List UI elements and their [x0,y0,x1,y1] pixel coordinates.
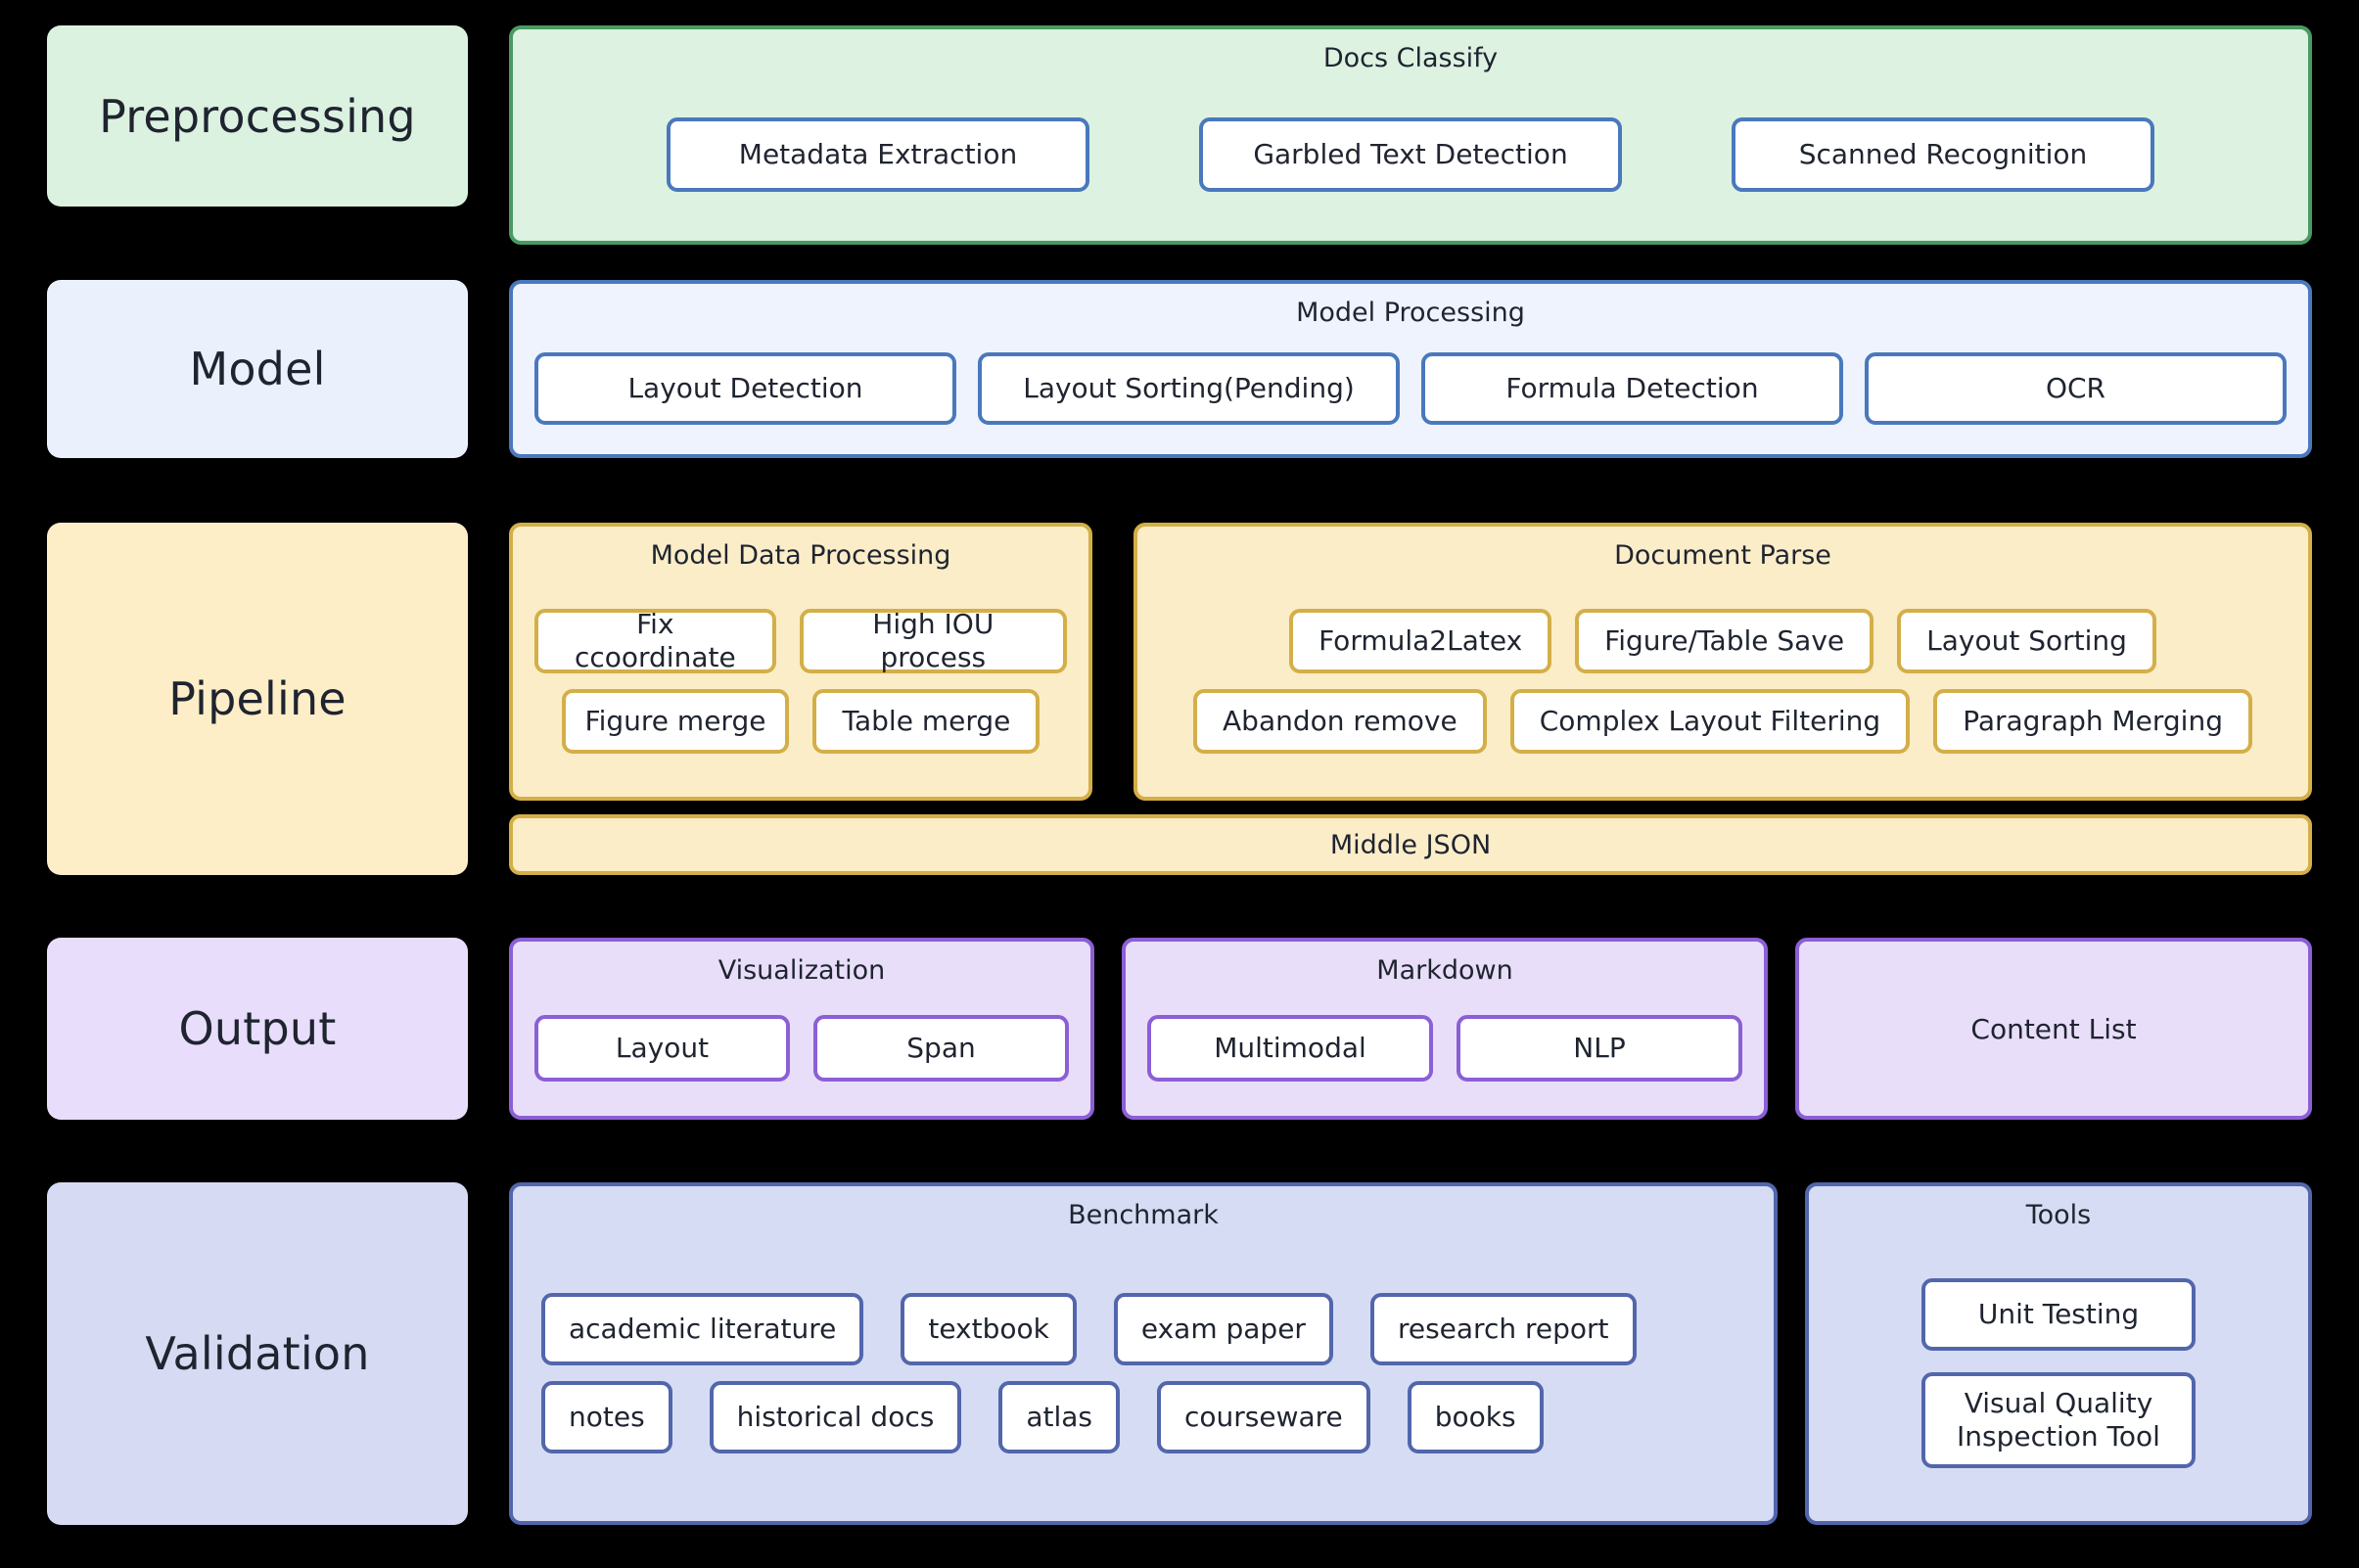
group-visualization: Visualization Layout Span [509,938,1094,1120]
group-line: Formula2Latex Figure/Table Save Layout S… [1159,608,2287,673]
group-line: notes historical docs atlas courseware b… [528,1380,1759,1453]
bar-middle-json: Middle JSON [509,814,2312,875]
chip-garbled-text-detection[interactable]: Garbled Text Detection [1199,116,1622,192]
group-title-docs-classify: Docs Classify [1322,43,1499,73]
chip-layout-sorting-pending[interactable]: Layout Sorting(Pending) [978,351,1400,425]
stage-row-output: Output Visualization Layout Span Markdow… [47,938,2312,1120]
chip-span[interactable]: Span [813,1014,1069,1082]
chip-visual-quality-inspection-tool[interactable]: Visual Quality Inspection Tool [1921,1371,2196,1468]
chip-paragraph-merging[interactable]: Paragraph Merging [1933,688,2252,754]
group-document-parse: Document Parse Formula2Latex Figure/Tabl… [1133,523,2312,801]
chip-nlp[interactable]: NLP [1457,1014,1742,1082]
chip-figure-table-save[interactable]: Figure/Table Save [1575,608,1874,673]
group-title-benchmark: Benchmark [1068,1200,1219,1230]
stage-label-model: Model [47,280,468,458]
chip-complex-layout-filtering[interactable]: Complex Layout Filtering [1509,688,1911,754]
group-markdown: Markdown Multimodal NLP [1122,938,1768,1120]
group-docs-classify: Docs Classify Metadata Extraction Garble… [509,25,2312,245]
chip-scanned-recognition[interactable]: Scanned Recognition [1732,116,2154,192]
chip-courseware[interactable]: courseware [1156,1380,1370,1453]
stage-row-model: Model Model Processing Layout Detection … [47,280,2312,458]
chip-layout-sorting[interactable]: Layout Sorting [1897,608,2156,673]
group-line: Abandon remove Complex Layout Filtering … [1159,688,2287,754]
group-title-model-data-processing: Model Data Processing [650,540,951,571]
group-line: Layout Detection Layout Sorting(Pending)… [534,351,2287,425]
stage-content-model: Model Processing Layout Detection Layout… [509,280,2312,458]
chip-multimodal[interactable]: Multimodal [1147,1014,1433,1082]
stage-content-pipeline: Model Data Processing Fix ccoordinate Hi… [509,523,2312,875]
group-content-list[interactable]: Content List [1795,938,2312,1120]
chip-table-merge[interactable]: Table merge [812,688,1041,754]
stage-content-row: Benchmark academic literature textbook e… [509,1182,2312,1525]
group-line: Layout Span [534,1014,1069,1082]
chip-historical-docs[interactable]: historical docs [709,1380,962,1453]
chip-textbook[interactable]: textbook [901,1292,1077,1365]
pipeline-groups-row: Model Data Processing Fix ccoordinate Hi… [509,523,2312,801]
group-line: Multimodal NLP [1147,1014,1742,1082]
chip-layout[interactable]: Layout [534,1014,790,1082]
group-body: Metadata Extraction Garbled Text Detecti… [534,87,2287,221]
stage-row-validation: Validation Benchmark academic literature… [47,1182,2312,1525]
group-body: Unit Testing Visual Quality Inspection T… [1830,1244,2287,1501]
chip-unit-testing[interactable]: Unit Testing [1921,1277,2196,1351]
group-body: Formula2Latex Figure/Table Save Layout S… [1159,584,2287,777]
group-title-model-processing: Model Processing [1296,298,1525,328]
chip-high-iou-process[interactable]: High IOU process [799,608,1067,673]
chip-ocr[interactable]: OCR [1865,351,2287,425]
group-benchmark: Benchmark academic literature textbook e… [509,1182,1778,1525]
group-line: academic literature textbook exam paper … [528,1292,1759,1365]
chip-research-report[interactable]: research report [1369,1292,1637,1365]
group-body: Fix ccoordinate High IOU process Figure … [534,584,1067,777]
chip-academic-literature[interactable]: academic literature [541,1292,864,1365]
group-line: Visual Quality Inspection Tool [1830,1371,2287,1468]
chip-formula2latex[interactable]: Formula2Latex [1289,608,1552,673]
group-model-processing: Model Processing Layout Detection Layout… [509,280,2312,458]
stage-label-validation: Validation [47,1182,468,1525]
group-body: Layout Detection Layout Sorting(Pending)… [534,342,2287,435]
stage-content-row: Docs Classify Metadata Extraction Garble… [509,25,2312,245]
group-line: Fix ccoordinate High IOU process [534,608,1067,673]
chip-exam-paper[interactable]: exam paper [1113,1292,1333,1365]
chip-formula-detection[interactable]: Formula Detection [1421,351,1843,425]
stage-content-output: Visualization Layout Span Markdown Multi… [509,938,2312,1120]
group-body: Multimodal NLP [1147,999,1742,1096]
chip-notes[interactable]: notes [541,1380,672,1453]
chip-abandon-remove[interactable]: Abandon remove [1193,688,1487,754]
stage-row-preprocessing: Preprocessing Docs Classify Metadata Ext… [47,25,2312,245]
group-line: Metadata Extraction Garbled Text Detecti… [534,116,2287,192]
group-line: Figure merge Table merge [534,688,1067,754]
chip-books[interactable]: books [1407,1380,1544,1453]
stage-row-pipeline: Pipeline Model Data Processing Fix ccoor… [47,523,2312,875]
stage-label-output: Output [47,938,468,1120]
stage-label-preprocessing: Preprocessing [47,25,468,207]
stage-content-row: Model Processing Layout Detection Layout… [509,280,2312,458]
group-model-data-processing: Model Data Processing Fix ccoordinate Hi… [509,523,1092,801]
group-title-visualization: Visualization [717,955,886,986]
group-tools: Tools Unit Testing Visual Quality Inspec… [1805,1182,2312,1525]
stage-content-row: Visualization Layout Span Markdown Multi… [509,938,2312,1120]
group-title-tools: Tools [2025,1200,2092,1230]
chip-fix-ccoordinate[interactable]: Fix ccoordinate [534,608,776,673]
chip-layout-detection[interactable]: Layout Detection [534,351,956,425]
chip-figure-merge[interactable]: Figure merge [561,688,790,754]
stage-label-pipeline: Pipeline [47,523,468,875]
stage-content-validation: Benchmark academic literature textbook e… [509,1182,2312,1525]
stage-content-preprocessing: Docs Classify Metadata Extraction Garble… [509,25,2312,245]
group-title-markdown: Markdown [1376,955,1513,986]
group-body: Layout Span [534,999,1069,1096]
chip-metadata-extraction[interactable]: Metadata Extraction [667,116,1089,192]
chip-atlas[interactable]: atlas [998,1380,1120,1453]
group-body: academic literature textbook exam paper … [534,1244,1752,1501]
group-title-document-parse: Document Parse [1614,540,1831,571]
group-line: Unit Testing [1830,1277,2287,1351]
